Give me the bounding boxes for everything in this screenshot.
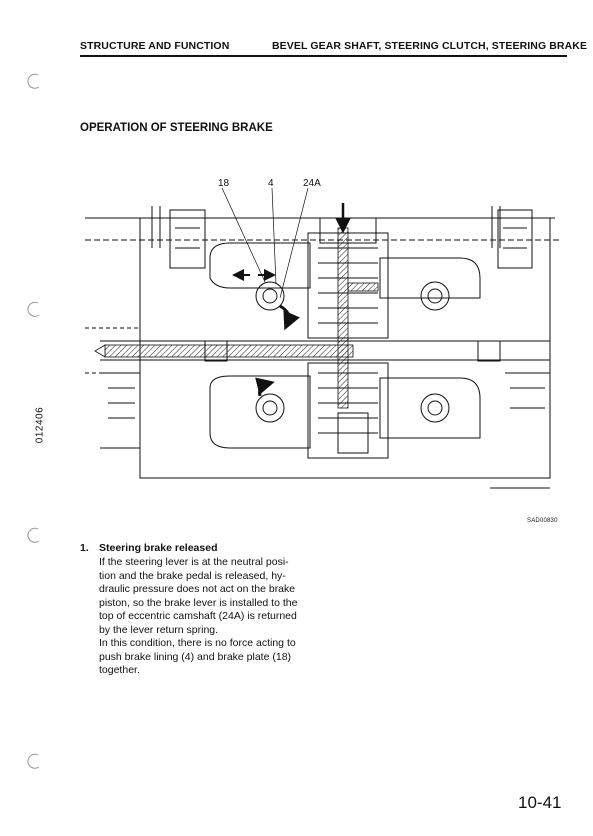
item-body: If the steering lever is at the neutral … bbox=[99, 556, 320, 678]
side-reference-code: 012406 bbox=[34, 406, 46, 444]
callout-label: 18 bbox=[218, 178, 230, 189]
binding-hole-icon bbox=[27, 753, 40, 769]
body-line: piston, so the brake lever is installed … bbox=[99, 596, 298, 609]
header-topic-label: BEVEL GEAR SHAFT, STEERING CLUTCH, STEER… bbox=[272, 40, 588, 52]
body-line: top of eccentric camshaft (24A) is retur… bbox=[99, 610, 297, 622]
item-heading: Steering brake released bbox=[99, 542, 218, 554]
callout-label: 4 bbox=[268, 178, 274, 189]
body-line: together. bbox=[99, 664, 140, 676]
callout-label: 24A bbox=[303, 178, 321, 189]
body-line: draulic pressure does not act on the bra… bbox=[99, 583, 296, 595]
body-line: If the steering lever is at the neutral … bbox=[99, 556, 289, 568]
page-number: 10-41 bbox=[518, 793, 562, 812]
body-line: tion and the brake pedal is released, hy… bbox=[99, 569, 286, 582]
binding-hole-icon bbox=[27, 73, 40, 89]
body-line: by the lever return spring. bbox=[99, 623, 219, 636]
item-number: 1. bbox=[80, 542, 89, 554]
binding-hole-icon bbox=[27, 527, 40, 543]
section-title: OPERATION OF STEERING BRAKE bbox=[80, 122, 273, 134]
brake-assembly-drawing bbox=[85, 188, 562, 489]
header-rule bbox=[80, 55, 567, 57]
body-line: push brake lining (4) and brake plate (1… bbox=[99, 650, 292, 663]
binding-hole-icon bbox=[27, 301, 40, 317]
figure-code: SAD00830 bbox=[527, 518, 558, 524]
body-line: In this condition, there is no force act… bbox=[99, 637, 296, 649]
header-section-label: STRUCTURE AND FUNCTION bbox=[80, 40, 230, 52]
